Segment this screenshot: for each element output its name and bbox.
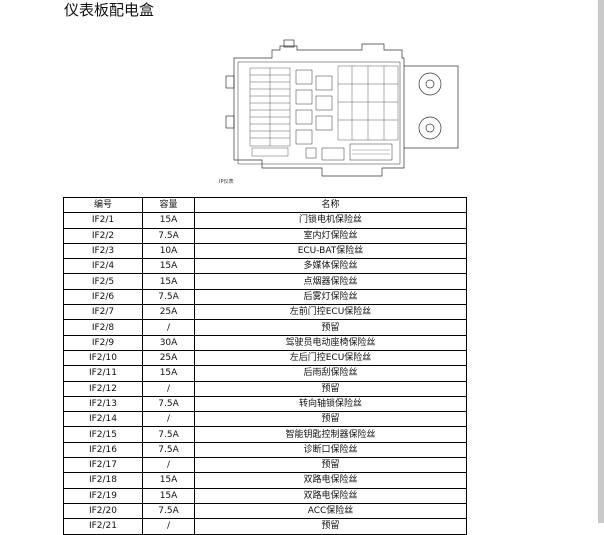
fuse-capacity-cell: 7.5A (142, 502, 195, 520)
fuse-name-cell: 预留 (194, 457, 467, 474)
fuse-name-cell: 驾驶员电动座椅保险丝 (194, 334, 467, 351)
fuse-number-cell: IF2/20 (63, 502, 143, 520)
figure-label: IP仪表 (219, 179, 234, 185)
fuse-capacity-cell: / (142, 411, 195, 428)
fuse-name-cell: 后雾灯保险丝 (194, 288, 467, 306)
page-title: 仪表板配电盒 (64, 1, 155, 19)
fuse-number-cell: IF2/8 (63, 319, 143, 336)
fuse-name-cell: 智能钥匙控制器保险丝 (194, 426, 467, 443)
fuse-name-cell: 预留 (194, 518, 467, 535)
fuse-number-cell: IF2/17 (63, 457, 143, 474)
fuse-number-cell: IF2/1 (63, 212, 143, 229)
fuse-number-cell: IF2/5 (63, 273, 143, 290)
fuse-capacity-cell: 7.5A (142, 395, 195, 413)
fuse-capacity-cell: 7.5A (142, 288, 195, 306)
fuse-number-cell: IF2/12 (63, 380, 143, 397)
fuse-number-cell: IF2/21 (63, 518, 143, 535)
fuse-capacity-cell: 25A (142, 349, 195, 367)
fuse-name-cell: 室内灯保险丝 (194, 227, 467, 244)
fuse-name-cell: 左后门控ECU保险丝 (194, 349, 467, 367)
fuse-number-cell: IF2/18 (63, 472, 143, 489)
fuse-number-cell: IF2/11 (63, 365, 143, 382)
fuse-box-diagram (225, 39, 459, 177)
scrollbar-gutter[interactable] (598, 0, 604, 523)
table-row: IF2/12/预留 (63, 380, 467, 397)
fuse-name-cell: 门锁电机保险丝 (194, 212, 467, 229)
fuse-capacity-cell: / (142, 457, 195, 474)
fuse-number-cell: IF2/4 (63, 258, 143, 275)
table-row: IF2/14/预留 (63, 411, 467, 428)
fuse-number-cell: IF2/9 (63, 334, 143, 351)
fuse-number-cell: IF2/7 (63, 304, 143, 321)
fuse-capacity-cell: 15A (142, 258, 195, 275)
table-row: IF2/21/预留 (63, 518, 467, 535)
table-header-row: 编号 容量 名称 (63, 196, 467, 214)
fuse-name-cell: 多媒体保险丝 (194, 258, 467, 275)
fuse-capacity-cell: 15A (142, 487, 195, 504)
fuse-capacity-cell: 7.5A (142, 227, 195, 244)
fuse-capacity-cell: 15A (142, 212, 195, 229)
fuse-name-cell: 预留 (194, 319, 467, 336)
fuse-capacity-cell: / (142, 319, 195, 336)
fuse-name-cell: 双路电保险丝 (194, 487, 467, 504)
fuse-number-cell: IF2/15 (63, 426, 143, 443)
fuse-capacity-cell: 7.5A (142, 441, 195, 459)
fuse-capacity-cell: / (142, 380, 195, 397)
fuse-number-cell: IF2/19 (63, 487, 143, 504)
column-header-name: 名称 (194, 196, 467, 214)
fuse-capacity-cell: 7.5A (142, 426, 195, 443)
fuse-name-cell: 预留 (194, 380, 467, 397)
fuse-name-cell: ECU-BAT保险丝 (194, 242, 467, 260)
fuse-capacity-cell: 30A (142, 334, 195, 351)
fuse-capacity-cell: / (142, 518, 195, 535)
column-header-capacity: 容量 (142, 196, 195, 214)
fuse-name-cell: 后雨刮保险丝 (194, 365, 467, 382)
fuse-name-cell: 双路电保险丝 (194, 472, 467, 489)
fuse-number-cell: IF2/14 (63, 411, 143, 428)
fuse-number-cell: IF2/16 (63, 441, 143, 459)
fuse-number-cell: IF2/13 (63, 395, 143, 413)
fuse-capacity-cell: 10A (142, 242, 195, 260)
fuse-capacity-cell: 15A (142, 273, 195, 290)
fuse-number-cell: IF2/2 (63, 227, 143, 244)
fuse-number-cell: IF2/6 (63, 288, 143, 306)
fuse-number-cell: IF2/10 (63, 349, 143, 367)
fuse-capacity-cell: 25A (142, 304, 195, 321)
table-row: IF2/17/预留 (63, 457, 467, 474)
fuse-number-cell: IF2/3 (63, 242, 143, 260)
fuse-name-cell: 转向轴锁保险丝 (194, 395, 467, 413)
fuse-name-cell: 点烟器保险丝 (194, 273, 467, 290)
fuse-name-cell: 预留 (194, 411, 467, 428)
column-header-number: 编号 (63, 196, 143, 214)
fuse-name-cell: 诊断口保险丝 (194, 441, 467, 459)
fuse-capacity-cell: 15A (142, 472, 195, 489)
table-row: IF2/8/预留 (63, 319, 467, 336)
fuse-name-cell: 左前门控ECU保险丝 (194, 304, 467, 321)
fuse-capacity-cell: 15A (142, 365, 195, 382)
fuse-name-cell: ACC保险丝 (194, 502, 467, 520)
